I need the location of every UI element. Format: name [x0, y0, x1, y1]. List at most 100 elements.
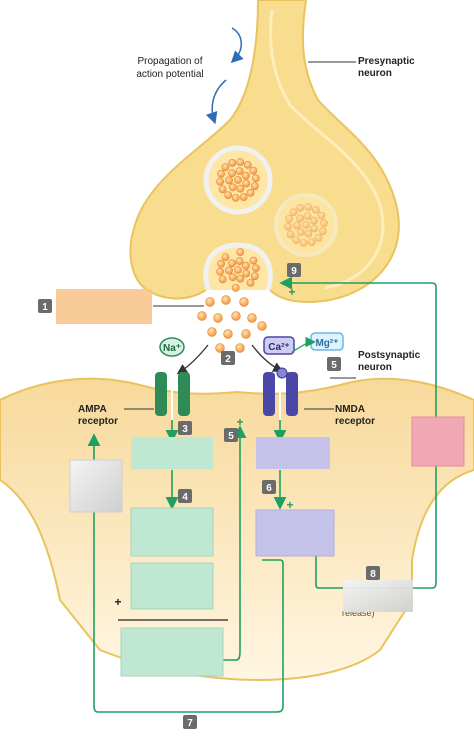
svg-text:5: 5 [228, 431, 234, 442]
neurotransmitter-dot [252, 264, 260, 273]
svg-text:5: 5 [331, 360, 337, 371]
plus-sign-step6: + [286, 498, 293, 512]
neurotransmitter-dot [228, 169, 236, 178]
blank-box-step1[interactable] [56, 289, 152, 324]
presynaptic-label-line2: neuron [358, 68, 392, 79]
vesicle-contents [216, 158, 260, 202]
neurotransmitter-dot [296, 228, 305, 237]
ampa-label-line1: AMPA [78, 404, 107, 415]
neurotransmitter-dot [296, 204, 305, 212]
released-transmitter-dot [231, 311, 241, 321]
neurotransmitter-dot [231, 193, 240, 202]
plus-sign-sum: + [114, 595, 121, 609]
released-transmitter-dot [215, 343, 225, 353]
transmitter-to-nmda-arrow [251, 344, 284, 372]
neurotransmitter-dot [243, 161, 252, 169]
neurotransmitter-dot [231, 283, 240, 292]
released-transmitter-dot [205, 297, 215, 307]
blank-box-nmda-1[interactable] [256, 437, 330, 469]
blank-box-step8[interactable] [343, 580, 413, 612]
svg-text:7: 7 [187, 718, 193, 729]
blank-box-ampa-3[interactable] [130, 562, 214, 610]
neurotransmitter-dot [246, 279, 255, 287]
neurotransmitter-dot [235, 167, 244, 176]
neurotransmitter-dot [311, 206, 320, 214]
postsynaptic-label-line2: neuron [358, 362, 392, 373]
step-badge-4: 4 [178, 489, 192, 503]
blank-box-ampa-result[interactable] [120, 627, 224, 677]
neurotransmitter-dot [221, 253, 230, 261]
plus-sign-step9: + [288, 285, 295, 299]
blank-box-pink[interactable] [411, 416, 465, 467]
propagation-arrow-1 [230, 27, 244, 64]
step5-feedback-path [222, 425, 247, 661]
neurotransmitter-dot [249, 256, 258, 265]
svg-text:Mg²⁺: Mg²⁺ [315, 338, 338, 349]
svg-text:9: 9 [291, 266, 297, 277]
nmda-channel [263, 367, 298, 420]
neurotransmitter-dot [289, 208, 298, 216]
neurotransmitter-dot [217, 259, 225, 268]
neurotransmitter-dot [228, 159, 237, 167]
propagation-label-line1: Propagation of [137, 56, 202, 67]
neurotransmitter-dot [228, 183, 237, 192]
neurotransmitter-dot [236, 248, 245, 257]
neurotransmitter-dot [252, 174, 260, 183]
svg-text:4: 4 [182, 492, 188, 503]
neurotransmitter-dot [307, 238, 316, 246]
neurotransmitter-dot [242, 261, 250, 270]
neurotransmitter-dot [228, 259, 236, 268]
svg-text:8: 8 [370, 569, 376, 580]
partial-text-release: release) [342, 608, 375, 618]
step-badge-5: 5 [327, 357, 341, 371]
blank-box-nmda-2[interactable] [255, 509, 335, 557]
neurotransmitter-dot [234, 266, 242, 274]
svg-text:1: 1 [42, 302, 48, 313]
step-badge-7: 7 [183, 715, 197, 729]
released-transmitter-dot [223, 329, 233, 339]
neurotransmitter-dot [224, 191, 233, 199]
step7-pathway [87, 433, 284, 713]
presynaptic-label-line1: Presynaptic [358, 56, 415, 67]
neurotransmitter-dot [228, 273, 237, 282]
neurotransmitter-dot [221, 163, 230, 171]
neurotransmitter-dot [217, 169, 225, 178]
transmitter-to-ampa-arrow [176, 344, 209, 375]
neurotransmitter-dot [299, 238, 308, 247]
released-transmitter-dot [239, 297, 249, 307]
postsynaptic-label-line1: Postsynaptic [358, 350, 421, 361]
ampa-channel [155, 370, 190, 420]
svg-text:3: 3 [182, 424, 188, 435]
svg-text:6: 6 [266, 483, 272, 494]
blank-box-gray[interactable] [69, 459, 123, 513]
neurotransmitter-dot [239, 193, 248, 201]
presynaptic-inner-edge [269, 9, 385, 290]
svg-text:Na⁺: Na⁺ [163, 343, 181, 354]
neurotransmitter-dot [242, 269, 251, 278]
svg-text:2: 2 [225, 354, 231, 365]
propagation-label-line2: action potential [136, 69, 203, 80]
neurotransmitter-dot [304, 203, 313, 212]
released-transmitter-dot [207, 327, 217, 337]
blank-box-ampa-2[interactable] [130, 507, 214, 557]
neurotransmitter-dot [225, 176, 233, 185]
neurotransmitter-dot [251, 272, 259, 281]
neurotransmitter-dot [236, 274, 245, 283]
mg-ion: Mg²⁺ [310, 332, 344, 351]
neurotransmitter-dot [286, 230, 295, 239]
step-badge-3: 3 [178, 421, 192, 435]
released-transmitter-dot [235, 343, 245, 353]
ca-ion: Ca²⁺ [263, 336, 295, 355]
neurotransmitter-dot [236, 158, 245, 167]
neurotransmitter-dot [249, 166, 258, 175]
vesicle-contents [216, 248, 260, 292]
vesicle-contents [284, 203, 328, 247]
propagation-arrow-2 [205, 79, 227, 125]
nmda-label-line1: NMDA [335, 404, 365, 415]
released-transmitter-dot [247, 313, 257, 323]
neurotransmitter-dot [293, 221, 301, 230]
blank-box-ampa-1[interactable] [131, 437, 213, 469]
neurotransmitter-dot [314, 234, 323, 242]
nmda-label-line2: receptor [335, 416, 375, 427]
